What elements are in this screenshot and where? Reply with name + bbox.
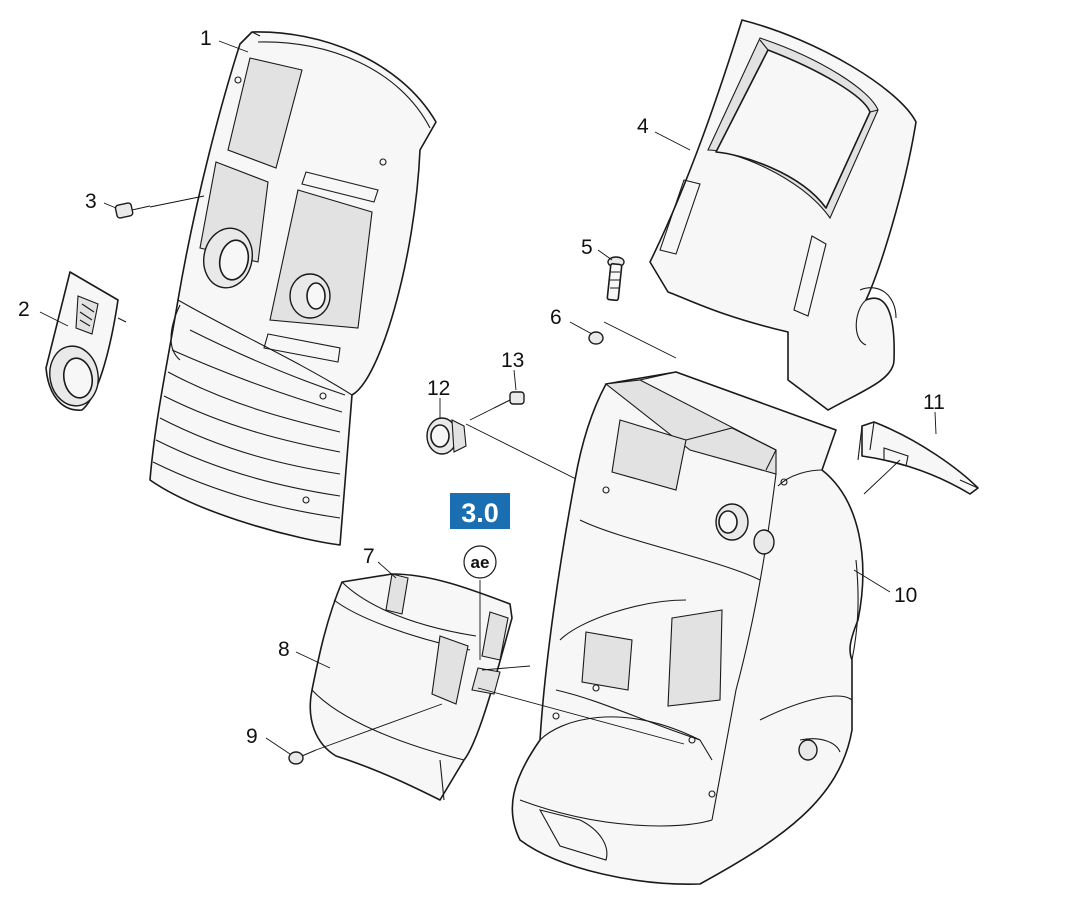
callout-2: 2 — [18, 298, 30, 321]
callout-12: 12 — [427, 377, 450, 400]
part-front-cover — [149, 31, 437, 546]
callout-7: 7 — [363, 545, 375, 568]
callout-10: 10 — [894, 584, 917, 607]
callout-9: 9 — [246, 725, 258, 748]
part-hose-holder — [309, 573, 685, 801]
part-screw-13 — [469, 391, 525, 421]
callout-11: 11 — [923, 391, 945, 414]
callout-1: 1 — [200, 27, 212, 50]
part-screw-3 — [114, 195, 205, 219]
part-clip-11 — [857, 421, 979, 495]
callout-8: 8 — [278, 638, 290, 661]
callout-6: 6 — [550, 306, 562, 329]
ae-symbol: ae — [463, 545, 497, 579]
part-bolt-5 — [606, 256, 625, 302]
callout-13: 13 — [501, 349, 524, 372]
callout-3: 3 — [85, 190, 97, 213]
part-screw-9 — [288, 703, 443, 765]
part-nut-6 — [588, 321, 677, 359]
ae-label: ae — [471, 553, 490, 572]
callout-leaders — [39, 40, 937, 755]
callout-5: 5 — [581, 236, 593, 259]
badge-label: 3.0 — [461, 498, 499, 528]
badge-background — [450, 493, 510, 529]
part-badge-plate — [45, 271, 127, 411]
version-badge: 3.0 — [450, 493, 510, 529]
part-main-housing — [511, 371, 864, 885]
ae-circle — [463, 545, 497, 579]
callout-labels: 1 2 3 4 5 6 7 8 9 10 11 12 13 — [18, 27, 945, 748]
part-handle — [649, 19, 917, 411]
part-bushing-12 — [426, 417, 743, 563]
callout-4: 4 — [637, 115, 649, 138]
